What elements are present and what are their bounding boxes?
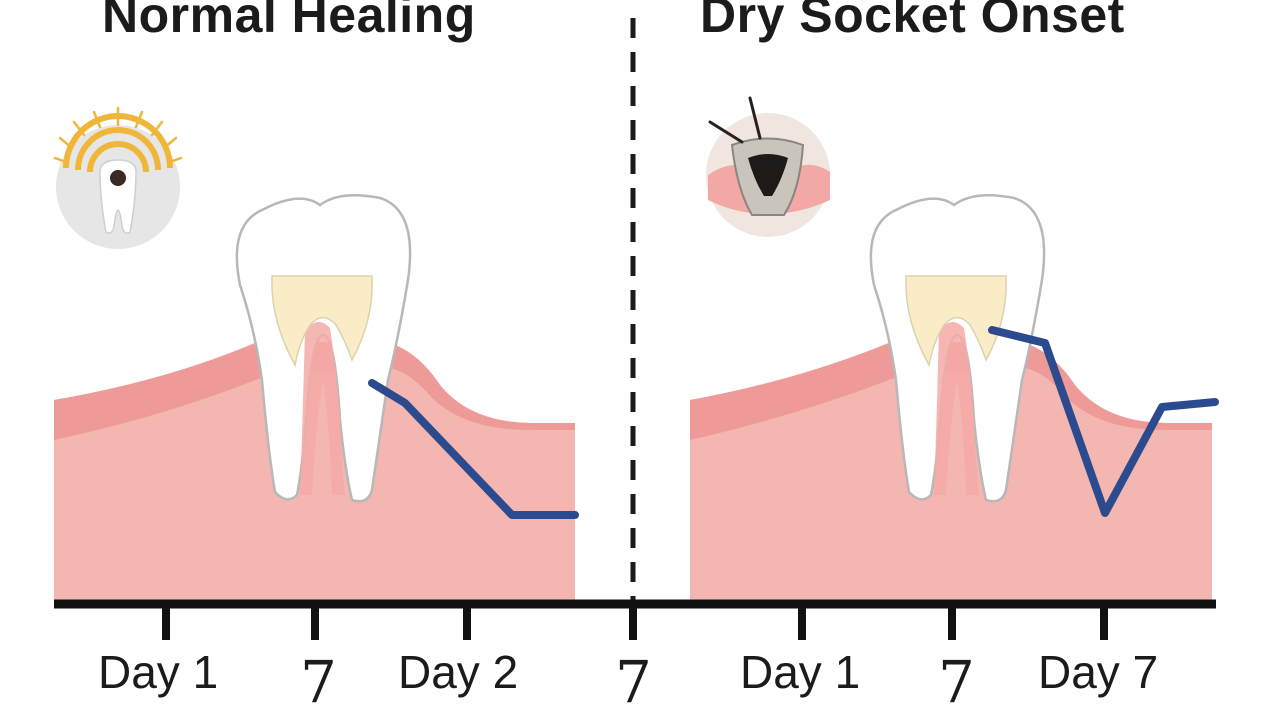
radiating-tooth-icon [53, 106, 183, 249]
timeline-label-day-1-right: Day 1 [740, 646, 861, 698]
tooth-right [869, 193, 1046, 503]
dry-socket-icon [706, 96, 830, 237]
timeline-label-day-1-left: Day 1 [98, 646, 219, 698]
right-panel [690, 96, 1219, 600]
tick-day-1-left [162, 604, 170, 640]
tooth-left [235, 193, 412, 503]
panel-title-normal-healing: Normal Healing [102, 0, 476, 43]
panel-title-dry-socket-onset: Dry Socket Onset [700, 0, 1125, 43]
timeline-label-day-2: Day 2 [398, 646, 519, 698]
timeline-label-7-b: 7 [615, 648, 652, 716]
healing-curve-dry-socket [988, 326, 1219, 517]
tick-7-a [311, 604, 319, 640]
left-panel [53, 106, 579, 600]
tick-day-7 [1100, 604, 1108, 640]
timeline-label-7-a: 7 [300, 648, 337, 716]
tick-7-b [629, 604, 637, 640]
timeline-label-7-c: 7 [938, 648, 975, 716]
healing-curve-normal [368, 379, 579, 519]
timeline-axis [54, 599, 1216, 640]
tick-7-c [948, 604, 956, 640]
tick-day-1-right [798, 604, 806, 640]
timeline-label-day-7: Day 7 [1038, 646, 1159, 698]
tick-day-2 [463, 604, 471, 640]
